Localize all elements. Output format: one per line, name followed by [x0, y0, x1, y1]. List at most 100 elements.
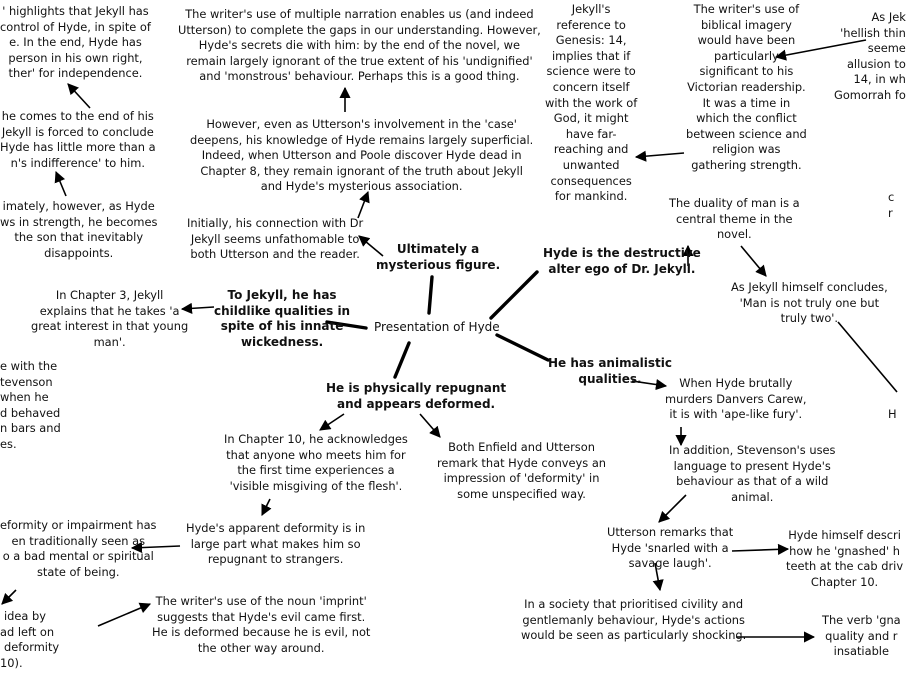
- note-right-frag-2: H: [888, 407, 897, 423]
- note-line: It was a time in: [702, 95, 791, 110]
- note-line: Gomorrah fo: [834, 87, 906, 102]
- note-line: Chapter 10.: [810, 574, 879, 589]
- note-line: n's indifference' to him.: [10, 155, 145, 170]
- note-line: e with the: [0, 359, 58, 373]
- note-line: H: [888, 407, 897, 421]
- note-line: 10).: [0, 655, 23, 670]
- note-line: ther' for independence.: [8, 66, 143, 81]
- note-civility: In a society that prioritised civility a…: [521, 597, 746, 644]
- arrow-to-utterson-involvement: [357, 190, 370, 219]
- arrow-to-comes-to-end: [67, 83, 91, 109]
- note-line: Jekyll's: [571, 2, 611, 16]
- note-line: God, it might: [553, 111, 629, 126]
- arrow-to-connection: [358, 235, 384, 257]
- note-line: ad left on: [0, 624, 55, 639]
- arrow-to-gnashed: [731, 543, 790, 555]
- branch-mysterious: Ultimately a mysterious figure.: [376, 242, 500, 273]
- note-imprint: The writer's use of the noun 'imprint' s…: [152, 594, 370, 656]
- note-line: some unspecified way.: [457, 486, 586, 501]
- arrow-to-snarled: [658, 494, 687, 523]
- note-line: particularly: [714, 48, 779, 63]
- note-line: deepens, his knowledge of Hyde remains l…: [190, 132, 534, 147]
- note-multiple-narration: The writer's use of multiple narration e…: [178, 7, 541, 85]
- note-duality: The duality of man is a central theme in…: [669, 196, 800, 243]
- note-gnashed: Hyde himself descri how he 'gnashed' h t…: [786, 528, 903, 590]
- note-line: In a society that prioritised civility a…: [524, 597, 744, 611]
- note-line: Genesis: 14,: [555, 33, 627, 48]
- branch-line: qualities.: [578, 371, 642, 386]
- note-line: Initially, his connection with Dr: [187, 216, 364, 230]
- arrow-to-danvers: [631, 378, 668, 391]
- note-line: c: [888, 190, 895, 204]
- note-line: Both Enfield and Utterson: [448, 440, 595, 454]
- note-line: allusion to: [846, 56, 906, 71]
- note-line: control of Hyde, in spite of: [0, 19, 151, 34]
- note-line: the son that inevitably: [14, 230, 144, 245]
- note-line: seeme: [867, 41, 906, 56]
- note-line: science were to: [546, 64, 636, 79]
- note-line: eformity or impairment has: [0, 518, 157, 532]
- note-apparent-deformity: Hyde's apparent deformity is in large pa…: [186, 521, 365, 568]
- note-line: en traditionally seen as: [11, 533, 146, 548]
- note-line: In addition, Stevenson's uses: [669, 443, 836, 457]
- line-to-right-edge: [837, 321, 898, 393]
- note-line: concern itself: [552, 79, 630, 94]
- note-line: suggests that Hyde's evil came first.: [157, 609, 366, 624]
- note-hellish: As Jek 'hellish thin seeme allusion to 1…: [834, 10, 906, 104]
- note-verb-gnash: The verb 'gna quality and r insatiable: [822, 613, 901, 660]
- branch-childlike: To Jekyll, he has childlike qualities in…: [214, 288, 350, 350]
- note-line: when he: [0, 390, 49, 405]
- note-line: central theme in the: [676, 211, 793, 226]
- note-line: have far-: [565, 126, 617, 141]
- note-line: the first time experiences a: [237, 463, 395, 478]
- note-line: r: [888, 205, 893, 220]
- center-topic-label: Presentation of Hyde: [374, 320, 500, 334]
- spoke-childlike: [325, 320, 368, 330]
- note-line: The verb 'gna: [822, 613, 901, 627]
- note-line: Jekyll is forced to conclude: [1, 124, 154, 139]
- spoke-repugnant: [393, 341, 411, 379]
- note-line: would be seen as particularly shocking.: [521, 628, 747, 643]
- note-line: murders Danvers Carew,: [665, 391, 807, 406]
- note-line: language to present Hyde's: [673, 458, 831, 473]
- note-line: reaching and: [553, 142, 629, 157]
- arrow-left-bottom: [1, 589, 17, 605]
- spoke-mysterious: [427, 275, 434, 315]
- note-left-middle: e with the tevenson when he d behaved n …: [0, 359, 61, 453]
- note-line: both Utterson and the reader.: [190, 247, 360, 262]
- note-line: he comes to the end of his: [1, 109, 154, 123]
- branch-line: Ultimately a: [396, 242, 480, 256]
- branch-alter-ego: Hyde is the destructive alter ego of Dr.…: [543, 246, 701, 277]
- note-line: would have been: [697, 33, 796, 48]
- note-line: d behaved: [0, 405, 61, 420]
- arrow-to-chapter10-misgiving: [319, 413, 345, 431]
- arrow-to-civility: [652, 562, 664, 592]
- note-line: Utterson remarks that: [607, 525, 734, 539]
- note-chapter3: In Chapter 3, Jekyll explains that he ta…: [31, 288, 188, 350]
- note-line: consequences: [550, 173, 632, 188]
- note-line: e. In the end, Hyde has: [9, 35, 142, 50]
- note-right-frag-1: c r: [888, 190, 894, 221]
- note-snarled: Utterson remarks that Hyde 'snarled with…: [607, 525, 733, 572]
- note-line: the other way around.: [197, 640, 325, 655]
- note-deformity-impairment: eformity or impairment has en traditiona…: [0, 518, 157, 580]
- note-line: Jekyll seems unfathomable to: [190, 231, 360, 246]
- note-genesis: Jekyll's reference to Genesis: 14, impli…: [545, 2, 637, 205]
- note-line: deformity: [4, 640, 60, 655]
- note-line: Hyde's apparent deformity is in: [186, 521, 366, 535]
- note-line: and Hyde's mysterious association.: [260, 179, 463, 194]
- note-line: imately, however, as Hyde: [2, 199, 155, 213]
- note-utterson-involvement: However, even as Utterson's involvement …: [190, 117, 533, 195]
- note-line: large part what makes him so: [190, 536, 361, 551]
- note-line: Chapter 8, they remain ignorant of the t…: [200, 163, 523, 178]
- note-line: that anyone who meets him for: [226, 447, 406, 462]
- note-line: unwanted: [562, 157, 620, 172]
- branch-repugnant: He is physically repugnant and appears d…: [326, 381, 506, 412]
- note-line: behaviour as that of a wild: [676, 474, 829, 489]
- arrow-to-jekyll-concludes: [740, 245, 767, 277]
- note-line: with the work of: [545, 95, 638, 110]
- branch-line: Hyde is the destructive: [543, 246, 701, 260]
- note-line: quality and r: [825, 628, 898, 643]
- note-line: how he 'gnashed' h: [789, 543, 900, 558]
